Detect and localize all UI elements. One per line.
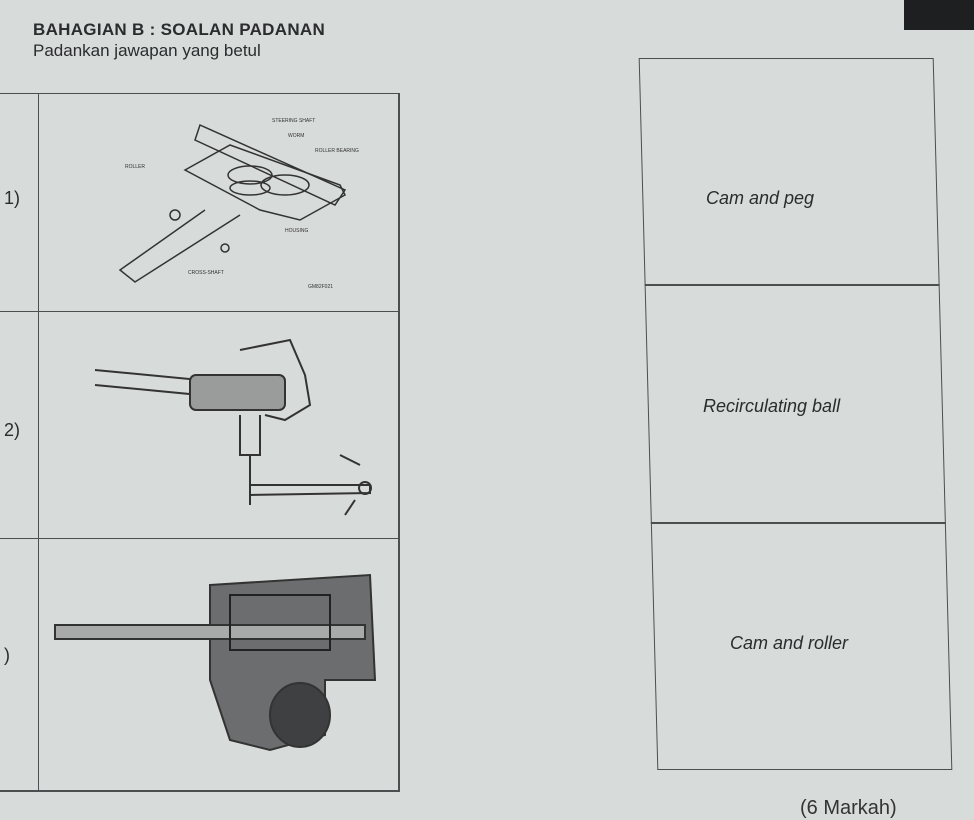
- answer-cam-and-peg: Cam and peg: [706, 188, 815, 208]
- dark-corner: [904, 0, 974, 30]
- question-number-2: 2): [4, 420, 21, 440]
- label-housing: HOUSING: [285, 228, 308, 234]
- section-title: BAHAGIAN B : SOALAN PADANAN: [33, 20, 326, 39]
- row-divider: [0, 538, 398, 539]
- recirculating-ball-diagram: [94, 338, 372, 516]
- marks-label: (6 Markah): [800, 797, 897, 819]
- question-number-3: ): [4, 645, 10, 665]
- row-divider: [0, 93, 398, 94]
- row-divider: [0, 311, 398, 312]
- question-number-1: 1): [4, 188, 21, 208]
- answer-recirculating-ball: Recirculating ball: [703, 396, 841, 416]
- instruction: Padankan jawapan yang betul: [33, 41, 261, 60]
- label-roller: ROLLER: [125, 164, 145, 170]
- answer-cam-and-roller: Cam and roller: [730, 633, 849, 653]
- label-worm: WORM: [288, 133, 304, 139]
- answer-cell-1[interactable]: [638, 58, 940, 286]
- label-roller-bearing: ROLLER BEARING: [315, 148, 359, 154]
- question-table: [0, 93, 400, 792]
- cam-and-peg-diagram: [54, 573, 377, 752]
- cam-and-roller-diagram: STEERING SHAFT WORM ROLLER BEARING ROLLE…: [118, 118, 359, 290]
- column-divider: [38, 93, 39, 790]
- label-steering-shaft: STEERING SHAFT: [272, 118, 315, 124]
- label-cross-shaft: CROSS-SHAFT: [188, 270, 224, 276]
- label-code: GM82F021: [308, 284, 333, 290]
